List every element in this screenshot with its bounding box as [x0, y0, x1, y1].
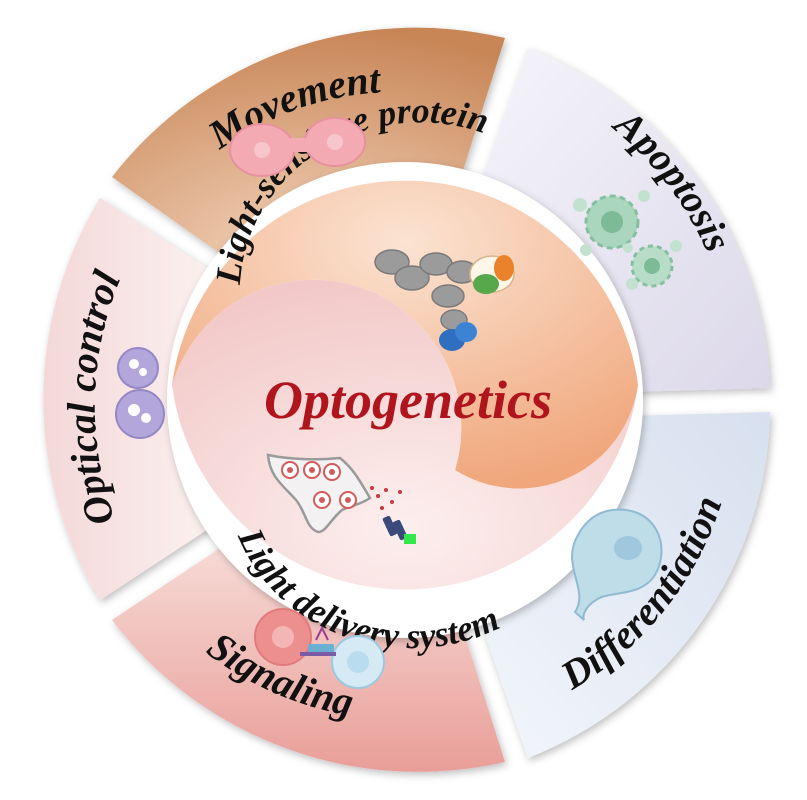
yin-pink-half — [172, 279, 638, 590]
apoptotic-cell-icon — [573, 190, 682, 290]
signaling-cells-icon — [254, 608, 385, 689]
differentiating-cell-icon — [571, 508, 663, 621]
synapse-icon — [266, 453, 416, 544]
optical-control-cells-icon — [115, 347, 165, 439]
light-sensitive-protein-icon — [374, 249, 515, 351]
center-title: Optogenetics — [264, 370, 552, 430]
center-yin-yang — [167, 162, 643, 638]
yin-orange-half — [172, 180, 638, 489]
dividing-cell-icon — [229, 117, 366, 177]
